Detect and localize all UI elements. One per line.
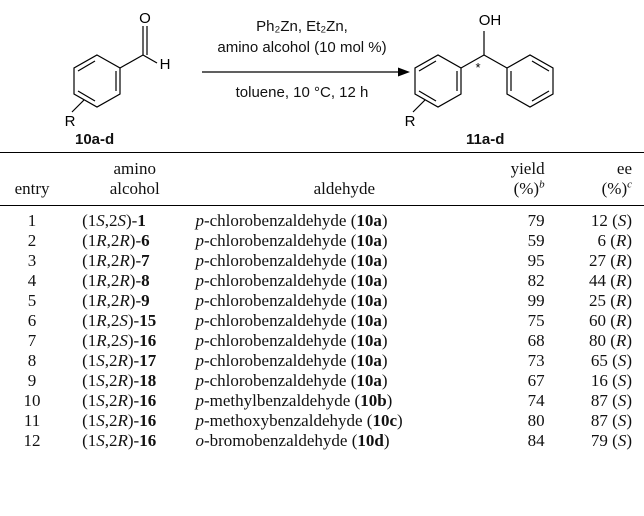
reagents-line-2: amino alcohol (10 mol %) — [217, 39, 387, 56]
cell-aldehyde: p-chlorobenzaldehyde (10a) — [195, 231, 388, 250]
stereocenter-marker: * — [475, 60, 480, 75]
cell-ee: 87 (S) — [590, 391, 632, 410]
reaction-scheme: O H R OH * R — [65, 10, 554, 130]
cell-yield: 95 — [527, 251, 545, 270]
cell-amino-alcohol: (1S,2R)-16 — [82, 411, 157, 430]
reactant-structure — [71, 26, 158, 113]
cell-entry: 4 — [27, 271, 37, 290]
cell-yield: 84 — [527, 431, 545, 450]
cell-entry: 9 — [27, 371, 37, 390]
cell-entry: 11 — [23, 411, 41, 430]
cell-ee: 12 (S) — [590, 211, 632, 230]
product-label: 11a-d — [466, 131, 505, 148]
table-row: 12 (1S,2R)-16 o-bromobenzaldehyde (10d) … — [0, 431, 644, 451]
reactant-label: 10a-d — [75, 131, 115, 148]
cell-entry: 3 — [27, 251, 37, 270]
cell-entry: 5 — [27, 291, 37, 310]
cell-amino-alcohol: (1R,2S)-15 — [82, 311, 157, 330]
header-entry: entry — [14, 179, 50, 198]
cell-ee: 25 (R) — [589, 291, 632, 310]
cell-yield: 68 — [527, 331, 545, 350]
cell-ee: 27 (R) — [589, 251, 632, 270]
cell-yield: 73 — [527, 351, 545, 370]
product-structure — [412, 31, 554, 113]
hydroxyl-label: OH — [479, 12, 502, 29]
cell-aldehyde: p-methylbenzaldehyde (10b) — [195, 391, 393, 410]
cell-amino-alcohol: (1R,2R)-7 — [82, 251, 150, 270]
cell-aldehyde: p-methoxybenzaldehyde (10c) — [195, 411, 403, 430]
cell-amino-alcohol: (1S,2R)-16 — [82, 391, 157, 410]
cell-ee: 44 (R) — [589, 271, 632, 290]
cell-aldehyde: o-bromobenzaldehyde (10d) — [195, 431, 390, 450]
header-aldehyde: aldehyde — [313, 179, 375, 198]
cell-entry: 2 — [27, 231, 37, 250]
cell-yield: 80 — [527, 411, 545, 430]
table-row: 1 (1S,2S)-1 p-chlorobenzaldehyde (10a) 7… — [0, 206, 644, 232]
cell-ee: 16 (S) — [590, 371, 632, 390]
cell-entry: 6 — [27, 311, 37, 330]
substituent-r-left: R — [65, 113, 76, 130]
cell-amino-alcohol: (1S,2R)-18 — [82, 371, 157, 390]
cell-entry: 8 — [27, 351, 37, 370]
table-row: 8 (1S,2R)-17 p-chlorobenzaldehyde (10a) … — [0, 351, 644, 371]
table-row: 9 (1S,2R)-18 p-chlorobenzaldehyde (10a) … — [0, 371, 644, 391]
substituent-r-right: R — [405, 113, 416, 130]
cell-amino-alcohol: (1R,2R)-8 — [82, 271, 150, 290]
table-row: 10 (1S,2R)-16 p-methylbenzaldehyde (10b)… — [0, 391, 644, 411]
cell-yield: 74 — [527, 391, 545, 410]
header-ee: ee(%)c — [601, 159, 632, 198]
reaction-arrow — [202, 67, 410, 77]
cell-ee: 6 (R) — [597, 231, 632, 250]
cell-ee: 65 (S) — [590, 351, 632, 370]
reaction-conditions: toluene, 10 °C, 12 h — [235, 84, 369, 101]
cell-ee: 60 (R) — [589, 311, 632, 330]
cell-yield: 59 — [527, 231, 545, 250]
cell-ee: 79 (S) — [590, 431, 632, 450]
cell-aldehyde: p-chlorobenzaldehyde (10a) — [195, 271, 388, 290]
cell-aldehyde: p-chlorobenzaldehyde (10a) — [195, 331, 388, 350]
cell-amino-alcohol: (1R,2R)-6 — [82, 231, 150, 250]
cell-ee: 80 (R) — [589, 331, 632, 350]
cell-entry: 12 — [23, 431, 41, 450]
aldehyde-hydrogen-label: H — [160, 56, 171, 73]
cell-aldehyde: p-chlorobenzaldehyde (10a) — [195, 211, 388, 230]
cell-yield: 67 — [527, 371, 545, 390]
cell-amino-alcohol: (1S,2R)-17 — [82, 351, 157, 370]
table-row: 7 (1R,2S)-16 p-chlorobenzaldehyde (10a) … — [0, 331, 644, 351]
cell-yield: 99 — [527, 291, 545, 310]
cell-ee: 87 (S) — [590, 411, 632, 430]
carbonyl-oxygen-label: O — [139, 10, 151, 27]
table-row: 2 (1R,2R)-6 p-chlorobenzaldehyde (10a) 5… — [0, 231, 644, 251]
cell-amino-alcohol: (1S,2R)-16 — [82, 431, 157, 450]
table-row: 11 (1S,2R)-16 p-methoxybenzaldehyde (10c… — [0, 411, 644, 431]
cell-aldehyde: p-chlorobenzaldehyde (10a) — [195, 251, 388, 270]
cell-yield: 82 — [527, 271, 545, 290]
table-row: 6 (1R,2S)-15 p-chlorobenzaldehyde (10a) … — [0, 311, 644, 331]
cell-amino-alcohol: (1R,2S)-16 — [82, 331, 157, 350]
cell-entry: 1 — [27, 211, 37, 230]
reagents-line-1: Ph₂Zn, Et₂Zn, — [256, 18, 348, 35]
cell-entry: 7 — [27, 331, 37, 350]
cell-aldehyde: p-chlorobenzaldehyde (10a) — [195, 351, 388, 370]
cell-aldehyde: p-chlorobenzaldehyde (10a) — [195, 291, 388, 310]
table-row: 5 (1R,2R)-9 p-chlorobenzaldehyde (10a) 9… — [0, 291, 644, 311]
cell-yield: 79 — [527, 211, 545, 230]
cell-amino-alcohol: (1R,2R)-9 — [82, 291, 150, 310]
table-row: 3 (1R,2R)-7 p-chlorobenzaldehyde (10a) 9… — [0, 251, 644, 271]
table-body: 1 (1S,2S)-1 p-chlorobenzaldehyde (10a) 7… — [0, 206, 644, 452]
cell-aldehyde: p-chlorobenzaldehyde (10a) — [195, 311, 388, 330]
cell-aldehyde: p-chlorobenzaldehyde (10a) — [195, 371, 388, 390]
header-yield: yield(%)b — [510, 159, 545, 198]
cell-entry: 10 — [23, 391, 41, 410]
cell-amino-alcohol: (1S,2S)-1 — [82, 211, 146, 230]
cell-yield: 75 — [527, 311, 545, 330]
table-row: 4 (1R,2R)-8 p-chlorobenzaldehyde (10a) 8… — [0, 271, 644, 291]
